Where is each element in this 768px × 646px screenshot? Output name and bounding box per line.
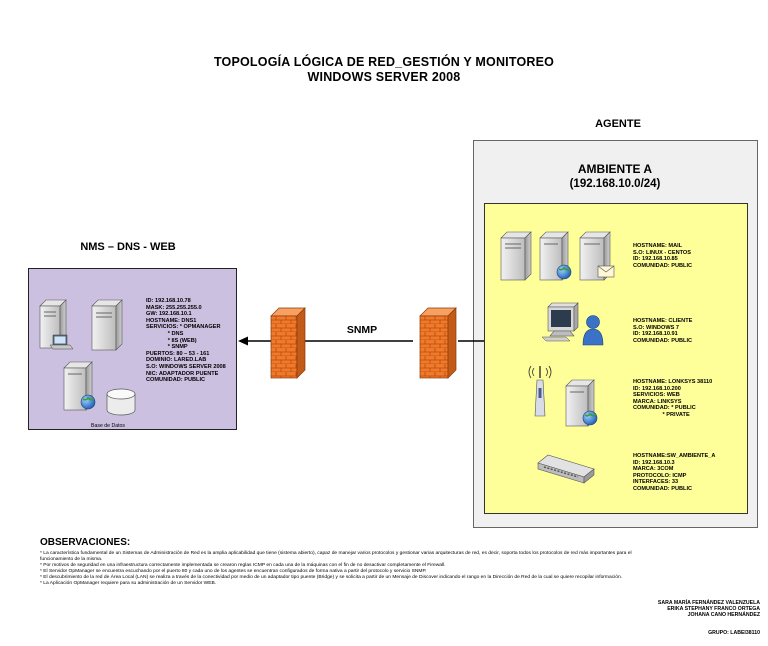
linksys-host-info: HOSTNAME: LONKSYS 38110 ID: 192.168.10.2… xyxy=(633,379,713,418)
ambiente-network: (192.168.10.0/24) xyxy=(569,178,661,190)
mail-server-icon-1 xyxy=(500,231,532,281)
ambiente-name: AMBIENTE A xyxy=(577,162,653,176)
mail-server-icon-3 xyxy=(579,231,615,281)
author-name: JOHANA CANO HERNÁNDEZ xyxy=(687,612,760,619)
author-name: ERIKA STEPHANY FRANCO ORTEGA xyxy=(667,606,760,613)
observacion-item: funcionamiento de la misma. xyxy=(40,557,103,562)
agent-label: AGENTE xyxy=(595,118,641,130)
user-icon xyxy=(582,315,604,346)
web-server-icon xyxy=(63,361,96,411)
switch-icon xyxy=(537,454,595,484)
mail-host-info: HOSTNAME: MAIL S.O: LINUX - CENTOS ID: 1… xyxy=(633,243,693,269)
database-icon xyxy=(106,388,136,416)
diagram-title-line2: WINDOWS SERVER 2008 xyxy=(307,70,461,84)
author-name: SARA MARÍA FERNÁNDEZ VALENZUELA xyxy=(657,600,760,606)
monitor-icon xyxy=(541,302,579,342)
observacion-item: * La Aplicación OpManager requiere para … xyxy=(40,581,217,586)
arrowhead-icon xyxy=(238,336,248,346)
wireless-router-icon xyxy=(528,365,552,417)
observacion-item: * La característica fundamental de un Si… xyxy=(40,551,632,556)
observaciones-heading: OBSERVACIONES: xyxy=(40,537,131,548)
linksys-server-icon xyxy=(565,379,598,427)
nms-server-icon-2 xyxy=(91,299,123,351)
firewall-icon-right xyxy=(419,307,457,379)
observaciones-list: * La característica fundamental de un Si… xyxy=(40,551,760,587)
group-label: GRUPO: LABEI38110 xyxy=(708,630,760,636)
authors-block: SARA MARÍA FERNÁNDEZ VALENZUELA ERIKA ST… xyxy=(658,600,760,619)
observacion-item: * Por motivos de seguridad en una infrae… xyxy=(40,563,446,568)
switch-host-info: HOSTNAME:SW_AMBIENTE_A ID: 192.168.10.3 … xyxy=(633,453,716,492)
cliente-host-info: HOSTNAME: CLIENTE S.O: WINDOWS 7 ID: 192… xyxy=(633,318,693,344)
firewall-icon-left xyxy=(270,307,306,379)
laptop-icon xyxy=(49,334,74,350)
observacion-item: * El Servidor OpManager se encuentra esc… xyxy=(40,569,427,574)
database-label: Base de Datos xyxy=(91,423,126,429)
nms-info: ID: 192.168.10.78 MASK: 255.255.255.0 GW… xyxy=(146,298,226,384)
diagram-title-line1: TOPOLOGÍA LÓGICA DE RED_GESTIÓN Y MONITO… xyxy=(213,55,555,69)
observacion-item: * El descubrimiento de la red de Área Lo… xyxy=(40,575,623,580)
nms-label: NMS – DNS - WEB xyxy=(80,241,176,253)
snmp-link-label: SNMP xyxy=(346,324,378,336)
mail-server-icon-2 xyxy=(539,231,572,281)
